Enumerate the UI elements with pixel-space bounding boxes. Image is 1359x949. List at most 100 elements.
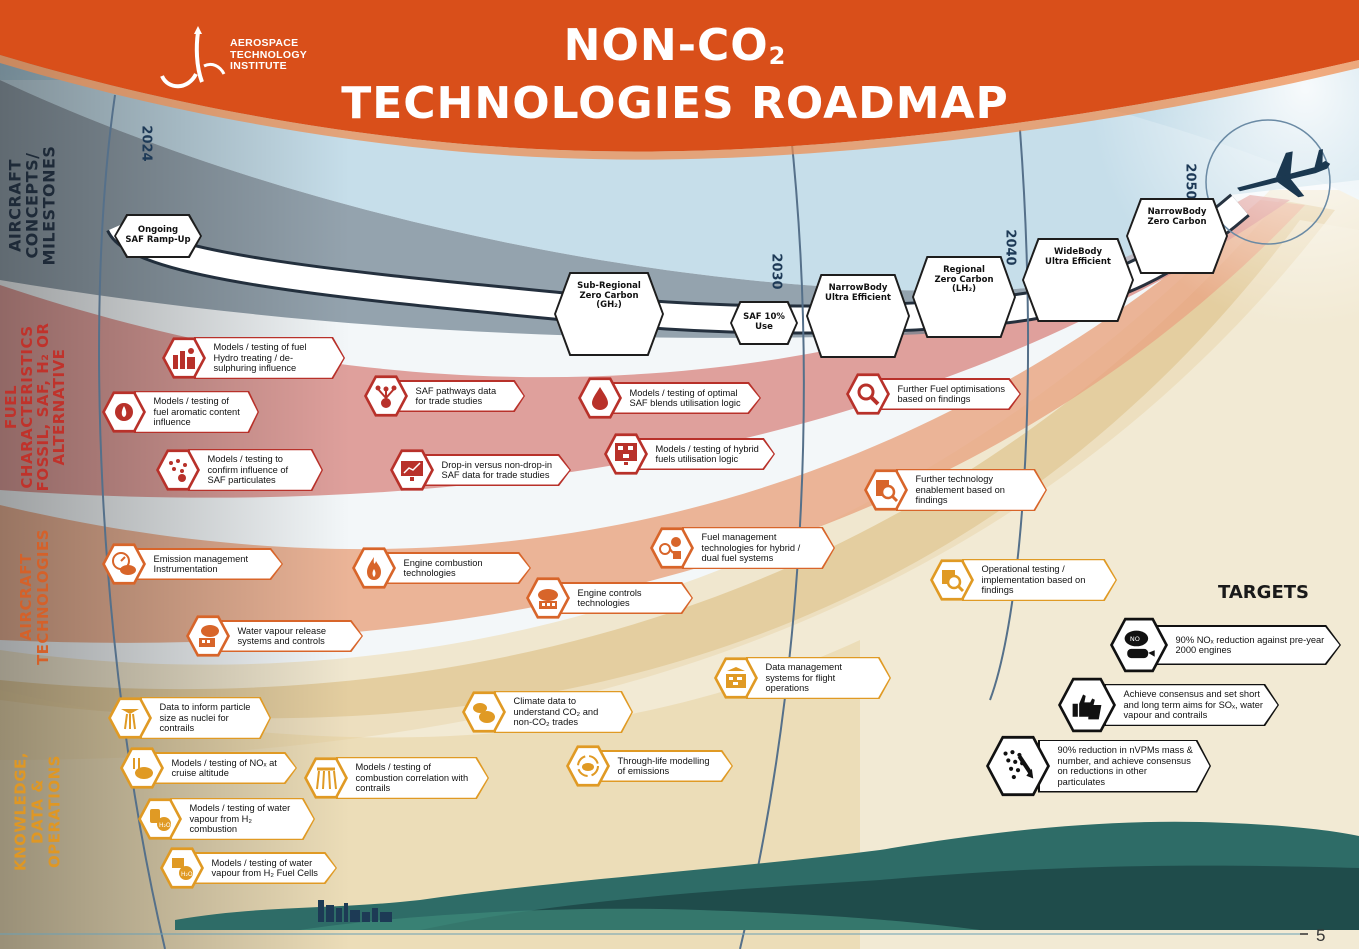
knowledge-item-particle-size: Data to inform particle size as nuclei f…	[108, 696, 271, 740]
pathways-icon	[375, 385, 397, 408]
knowledge-item-label: Models / testing of NOₓ at cruise altitu…	[153, 753, 296, 783]
molecule-drop-icon	[115, 403, 133, 421]
fuel-item-hydro-treating: Models / testing of fuel Hydro treating …	[162, 336, 345, 380]
particles-down-icon	[1003, 750, 1034, 780]
year-2030: 2030	[768, 253, 784, 290]
knowledge-item-h2-fuel-cells: H₂O Models / testing of water vapour fro…	[160, 846, 337, 890]
row-label-knowledge: KNOWLEDGE, DATA & OPERATIONS	[11, 752, 64, 871]
contrail-icon	[121, 709, 139, 730]
knowledge-item-climate-data: Climate data to understand CO₂ and non-C…	[462, 690, 633, 734]
aircraft-item-water-vapour: Water vapour release systems and control…	[186, 614, 363, 658]
target-nvpm-reduction: 90% reduction in nVPMs mass & number, an…	[986, 734, 1211, 798]
aircraft-item-label: Emission management Instrumentation	[135, 549, 282, 579]
vapour-icon	[199, 625, 219, 647]
svg-text:NO: NO	[1130, 635, 1140, 643]
contrails-multi-icon	[316, 767, 337, 790]
nox-cloud-icon	[133, 758, 153, 779]
target-label: 90% NOₓ reduction against pre-year 2000 …	[1157, 626, 1340, 664]
target-label: Achieve consensus and set short and long…	[1105, 685, 1278, 725]
fuel-item-drop-in: Drop-in versus non-drop-in SAF data for …	[390, 448, 571, 492]
thumbs-up-icon	[1072, 694, 1102, 720]
title-line-1: NON-CO	[563, 20, 769, 71]
targets-title: TARGETS	[1218, 582, 1309, 603]
fuel-item-saf-particulates: Models / testing to confirm influence of…	[156, 448, 323, 492]
fuel-item-hybrid-fuels: Models / testing of hybrid fuels utilisa…	[604, 432, 775, 476]
fuel-item-label: Further technology enablement based on f…	[897, 470, 1046, 510]
row-label-aircraft: AIRCRAFT TECHNOLOGIES	[17, 528, 52, 666]
fuel-item-label: Models / testing of fuel aromatic conten…	[135, 392, 258, 432]
ati-logo-text: AEROSPACE TECHNOLOGY INSTITUTE	[230, 37, 308, 73]
aircraft-item-emission-management: Emission management Instrumentation	[102, 542, 283, 586]
fuel-item-label: Drop-in versus non-drop-in SAF data for …	[423, 455, 570, 485]
aircraft-item-engine-combustion: Engine combustion technologies	[352, 546, 531, 590]
fuel-item-further-optimisations: Further Fuel optimisations based on find…	[846, 372, 1021, 416]
target-consensus: Achieve consensus and set short and long…	[1058, 676, 1279, 734]
magnifier-doc-icon	[876, 480, 899, 503]
fuel-item-label: Models / testing of optimal SAF blends u…	[611, 383, 760, 413]
gauge-cloud-icon	[112, 552, 136, 575]
data-plane-icon	[726, 667, 746, 688]
flowchart-icon	[615, 443, 637, 465]
fuel-item-label: SAF pathways data for trade studies	[397, 381, 524, 411]
nox-engine-icon: NO	[1124, 630, 1155, 659]
co2-clouds-icon	[473, 703, 495, 723]
aircraft-item-engine-controls: Engine controls technologies	[526, 576, 693, 620]
fuel-item-saf-pathways: SAF pathways data for trade studies	[364, 374, 525, 418]
aircraft-item-operational-testing: Operational testing / implementation bas…	[930, 558, 1117, 602]
saf-drop-icon	[592, 387, 608, 410]
page-number: 5	[1316, 926, 1326, 945]
knowledge-item-through-life: Through-life modelling of emissions	[566, 744, 733, 788]
aircraft-item-label: Water vapour release systems and control…	[219, 621, 362, 651]
aircraft-item-label: Fuel management technologies for hybrid …	[683, 528, 834, 568]
target-nox-reduction: NO 90% NOₓ reduction against pre-year 20…	[1110, 616, 1341, 674]
svg-text:H₂O: H₂O	[159, 822, 171, 829]
row-label-concepts: AIRCRAFT CONCEPTS/ MILESTONES	[5, 145, 59, 266]
fuel-item-label: Further Fuel optimisations based on find…	[879, 379, 1020, 409]
target-label: 90% reduction in nVPMs mass & number, an…	[1039, 741, 1210, 791]
knowledge-item-combustion-contrails: Models / testing of combustion correlati…	[304, 756, 489, 800]
fuel-item-further-enablement: Further technology enablement based on f…	[864, 468, 1047, 512]
milestone-saf-10: SAF 10%Use	[730, 301, 798, 345]
fuel-item-label: Models / testing of fuel Hydro treating …	[195, 338, 344, 378]
year-2050: 2050	[1182, 163, 1198, 200]
knowledge-item-label: Models / testing of water vapour from H₂…	[193, 853, 336, 883]
fuel-item-label: Models / testing of hybrid fuels utilisa…	[637, 439, 774, 469]
svg-text:H₂O: H₂O	[181, 871, 193, 878]
flame-icon	[367, 557, 381, 580]
fuel-item-saf-blends: Models / testing of optimal SAF blends u…	[578, 376, 761, 420]
engine-icon	[538, 589, 558, 609]
knowledge-item-label: Models / testing of combustion correlati…	[337, 758, 488, 798]
knowledge-item-nox-cruise: Models / testing of NOₓ at cruise altitu…	[120, 746, 297, 790]
knowledge-item-label: Models / testing of water vapour from H₂…	[171, 799, 314, 839]
h2o-cell-icon: H₂O	[172, 858, 193, 880]
chart-screen-icon	[401, 461, 423, 481]
title-subscript: 2	[768, 42, 787, 70]
row-label-fuel: FUEL CHARACTERISTICS FOSSIL, SAF, H₂ OR …	[2, 322, 68, 492]
ati-logo-mark-icon	[160, 26, 226, 89]
knowledge-item-label: Data management systems for flight opera…	[747, 658, 890, 698]
knowledge-item-label: Data to inform particle size as nuclei f…	[141, 698, 270, 738]
aircraft-item-fuel-management: Fuel management technologies for hybrid …	[650, 526, 835, 570]
logo-line-3: INSTITUTE	[230, 60, 287, 72]
aircraft-item-label: Operational testing / implementation bas…	[963, 560, 1116, 600]
fuel-item-aromatic-content: Models / testing of fuel aromatic conten…	[102, 390, 259, 434]
particulates-icon	[169, 459, 187, 482]
refinery-icon	[173, 348, 195, 369]
h2o-tank-icon: H₂O	[150, 809, 171, 831]
page-title: NON-CO2 TECHNOLOGIES ROADMAP	[340, 22, 1010, 128]
knowledge-item-data-management: Data management systems for flight opera…	[714, 656, 891, 700]
ati-logo: AEROSPACE TECHNOLOGY INSTITUTE	[158, 26, 338, 96]
logo-line-2: TECHNOLOGY	[230, 48, 308, 61]
fuel-system-icon	[659, 537, 681, 559]
knowledge-item-h2-combustion: H₂O Models / testing of water vapour fro…	[138, 797, 315, 841]
logo-line-1: AEROSPACE	[230, 37, 299, 49]
title-line-2: TECHNOLOGIES ROADMAP	[341, 78, 1009, 129]
magnifier-icon	[857, 383, 880, 406]
aircraft-item-label: Engine combustion technologies	[385, 553, 530, 583]
